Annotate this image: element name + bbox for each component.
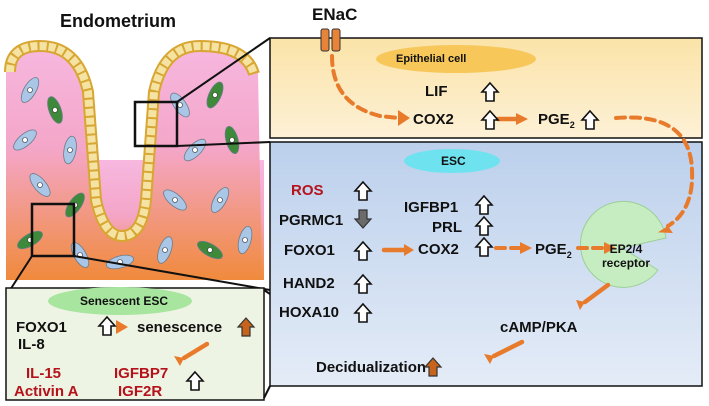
epi-lif-label: LIF (425, 83, 448, 100)
esc-prl-label: PRL (432, 219, 462, 236)
esc-hand2-label: HAND2 (283, 275, 335, 292)
ep-receptor-shape (579, 200, 667, 288)
sen-foxo1-label: FOXO1 (16, 319, 67, 336)
enac-label: ENaC (312, 5, 358, 24)
senescent-pill-label: Senescent ESC (80, 294, 169, 308)
sen-activin-label: Activin A (14, 383, 79, 400)
esc-hoxa10-label: HOXA10 (279, 304, 340, 321)
sen-il8-label: IL-8 (18, 336, 45, 353)
esc-pge2-label: PGE2 (535, 241, 572, 260)
sen-il15-label: IL-15 (26, 365, 62, 382)
camp-pka-label: cAMP/PKA (500, 319, 578, 336)
endometrium-title: Endometrium (60, 11, 177, 31)
esc-pill (404, 149, 500, 173)
esc-ros-label: ROS (291, 182, 324, 199)
senescent-pill (48, 287, 192, 315)
enac-channel-icon (320, 28, 341, 52)
epithelial-pill-label: Epithelial cell (396, 53, 467, 65)
esc-igfbp1-label: IGFBP1 (404, 199, 459, 216)
sen-igfbp7-label: IGFBP7 (114, 365, 169, 382)
esc-pill-label: ESC (441, 154, 466, 168)
esc-foxo1-label: FOXO1 (284, 242, 335, 259)
esc-pgrmc1-label: PGRMC1 (279, 212, 344, 229)
epithelial-pill (376, 45, 536, 73)
esc-cox2-label: COX2 (418, 241, 459, 258)
sen-igf2r-label: IGF2R (118, 383, 163, 400)
endometrium-illustration (4, 39, 264, 280)
epi-pge2-label: PGE2 (538, 111, 575, 130)
senescence-label: senescence (137, 319, 223, 336)
decidualization-label: Decidualization (316, 359, 427, 376)
epi-cox2-label: COX2 (413, 111, 454, 128)
